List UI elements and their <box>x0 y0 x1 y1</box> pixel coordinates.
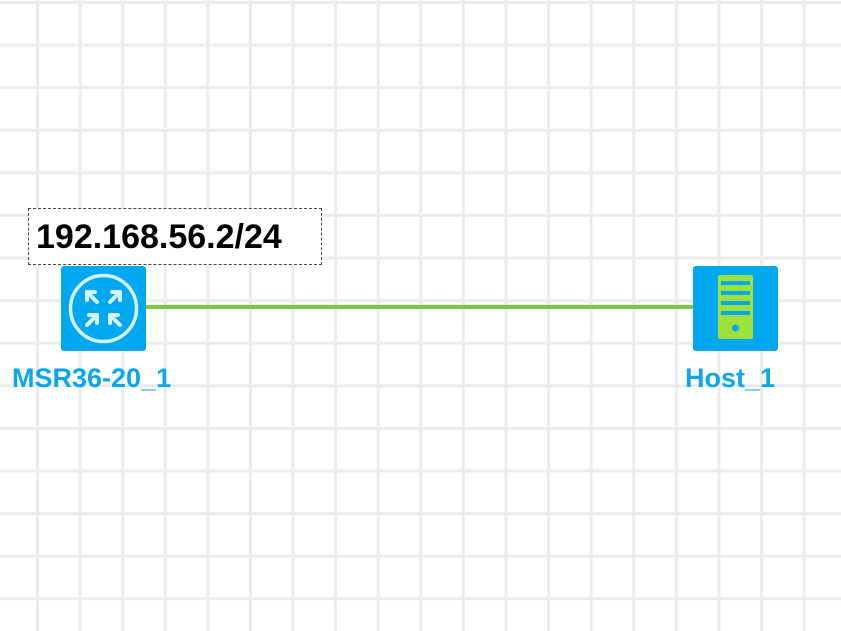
ip-address-label: 192.168.56.2/24 <box>36 218 282 256</box>
host-device[interactable] <box>693 266 778 351</box>
router-name-label[interactable]: MSR36-20_1 <box>12 363 172 393</box>
router-device[interactable] <box>61 266 146 351</box>
ip-address-label-box[interactable]: 192.168.56.2/24 <box>28 208 322 265</box>
host-name-label[interactable]: Host_1 <box>685 363 776 393</box>
router-icon <box>68 273 139 344</box>
server-icon <box>718 275 753 339</box>
link-router-host[interactable] <box>145 305 696 309</box>
